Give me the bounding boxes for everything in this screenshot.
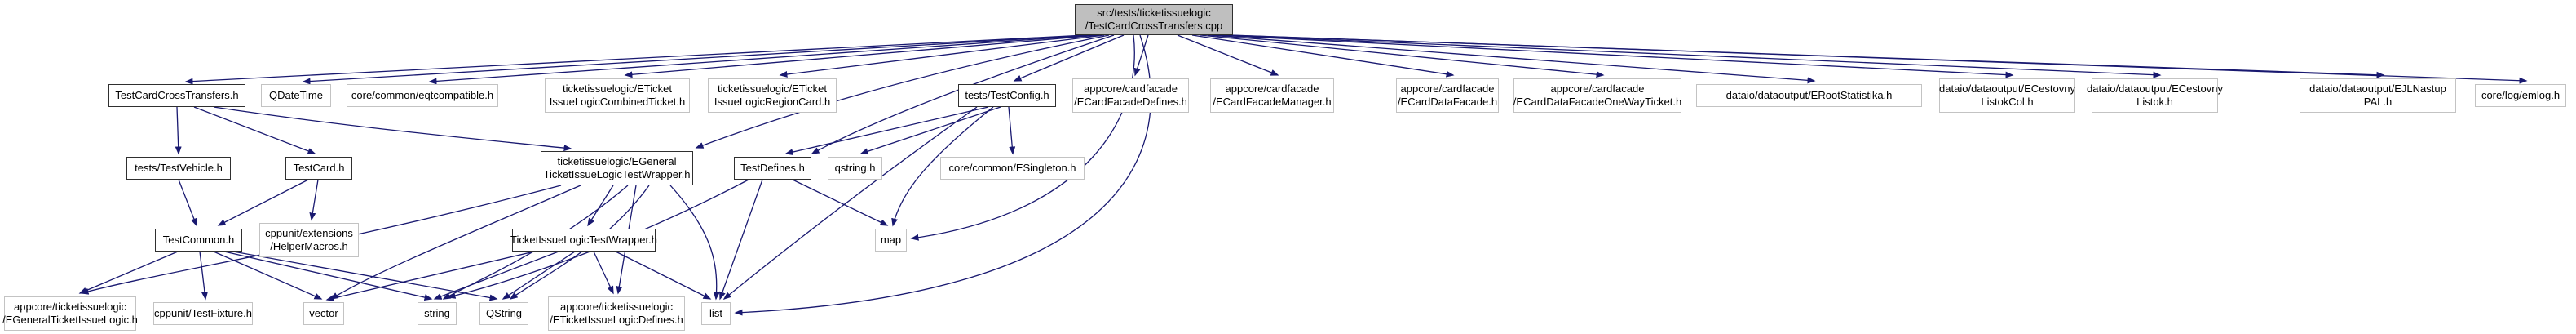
node-ecarddatafacadeonewayticket-h: appcore/cardfacade /ECardDataFacadeOneWa… (1513, 78, 1681, 113)
node-list: list (701, 302, 731, 325)
node-qstring-h: qstring.h (828, 157, 882, 180)
node-map: map (875, 229, 907, 252)
node-vector: vector (303, 302, 344, 325)
node-qdatetime: QDateTime (261, 84, 331, 107)
node-testdefines-h[interactable]: TestDefines.h (734, 157, 811, 180)
node-esingleton-h: core/common/ESingleton.h (940, 157, 1085, 180)
node-testvehicle-h[interactable]: tests/TestVehicle.h (126, 157, 231, 180)
node-egeneralticketissuelogictestwrapper-h[interactable]: ticketissuelogic/EGeneral TicketIssueLog… (541, 151, 693, 185)
node-testcardcrosstransfers-h[interactable]: TestCardCrossTransfers.h (108, 84, 245, 107)
edges (78, 34, 2528, 316)
node-ejlnastuppal-h: dataio/dataoutput/EJLNastup PAL.h (2300, 78, 2456, 113)
node-ecardfacademanager-h: appcore/cardfacade /ECardFacadeManager.h (1210, 78, 1334, 113)
node-qstring: QString (479, 302, 528, 325)
node-helpermacros-h: cppunit/extensions /HelperMacros.h (259, 223, 359, 257)
node-eticketissuelogicregioncard-h: ticketissuelogic/ETicket IssueLogicRegio… (708, 78, 837, 113)
node-egeneralticketissuelogic-h: appcore/ticketissuelogic /EGeneralTicket… (2, 296, 138, 331)
node-eticketissuelogiccombinedticket-h: ticketissuelogic/ETicket IssueLogicCombi… (545, 78, 690, 113)
node-string: string (418, 302, 457, 325)
node-testconfig-h[interactable]: tests/TestConfig.h (958, 84, 1056, 107)
node-eqtcompatible-h: core/common/eqtcompatible.h (347, 84, 498, 107)
node-testfixture-h: cppunit/TestFixture.h (153, 302, 253, 325)
node-ecardfacadedefines-h: appcore/cardfacade /ECardFacadeDefines.h (1072, 78, 1189, 113)
node-emlog-h: core/log/emlog.h (2475, 84, 2566, 107)
node-eticketissuelogicdefines-h: appcore/ticketissuelogic /ETicketIssueLo… (548, 296, 685, 331)
node-ecestovnylistok-h: dataio/dataoutput/ECestovny Listok.h (2087, 78, 2223, 113)
node-ecarddatafacade-h: appcore/cardfacade /ECardDataFacade.h (1396, 78, 1499, 113)
node-testcard-h[interactable]: TestCard.h (285, 157, 352, 180)
node-ticketissuelogictestwrapper-h[interactable]: TicketIssueLogicTestWrapper.h (510, 229, 657, 252)
node-ecestovnylistokcol-h: dataio/dataoutput/ECestovny ListokCol.h (1939, 78, 2075, 113)
node-erootstatistika-h: dataio/dataoutput/ERootStatistika.h (1696, 84, 1922, 107)
node-root-testcardcrosstransfers-cpp: src/tests/ticketissuelogic /TestCardCros… (1075, 4, 1233, 35)
node-testcommon-h[interactable]: TestCommon.h (155, 229, 242, 252)
